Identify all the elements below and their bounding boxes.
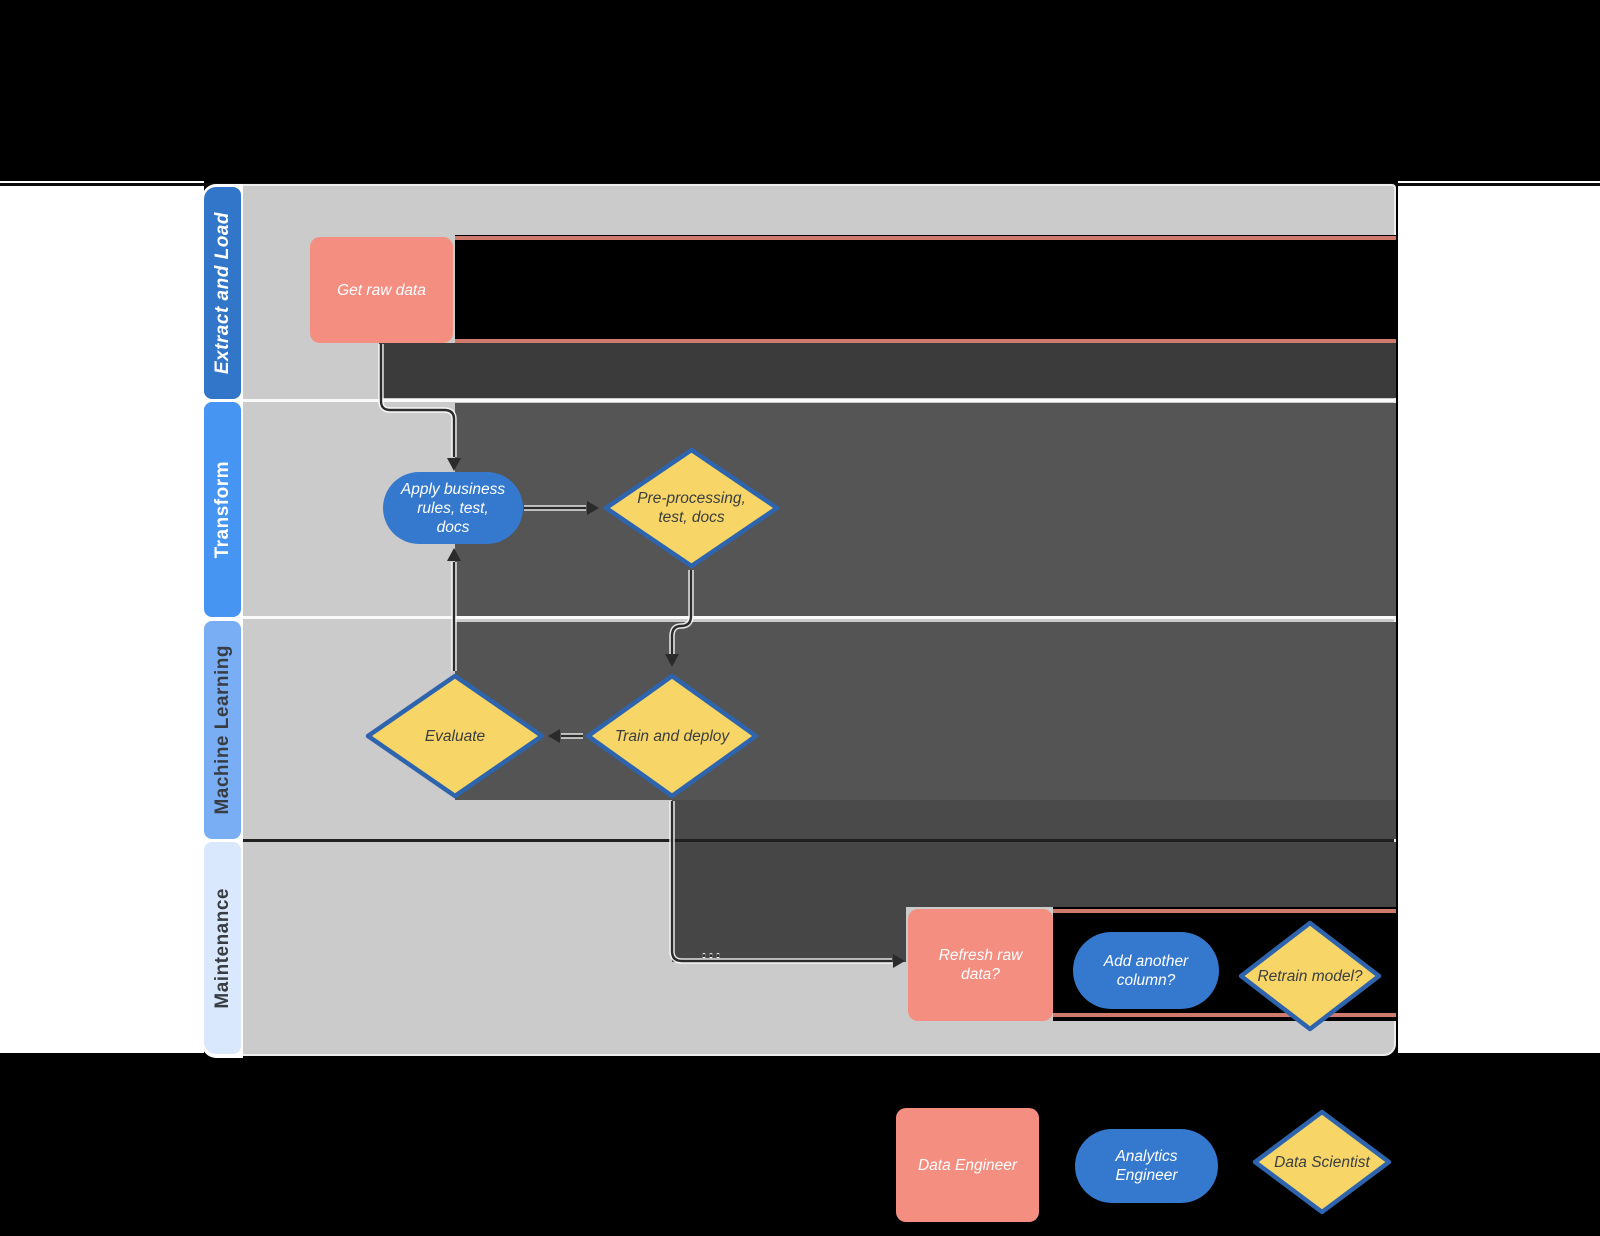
artifact-band <box>455 235 1396 343</box>
artifact-band <box>455 339 1396 343</box>
diamond-shape <box>1238 920 1382 1032</box>
left-page-margin <box>0 181 204 1053</box>
node-label: Evaluate <box>424 727 486 745</box>
lane-divider <box>243 839 1394 842</box>
lane-label-machine-learning[interactable]: Machine Learning <box>204 621 241 839</box>
node-retrain-model[interactable]: Retrain model? <box>1238 920 1382 1032</box>
lane-label-transform[interactable]: Transform <box>204 402 241 617</box>
diamond-shape <box>603 447 780 569</box>
node-train-and-deploy[interactable]: Train and deploy <box>585 673 759 799</box>
diamond-shape <box>1252 1109 1392 1215</box>
artifact-band <box>455 403 1396 616</box>
legend-analytics-engineer[interactable]: Analytics Engineer <box>1075 1129 1218 1203</box>
artifact-band <box>455 236 1396 240</box>
lane-divider <box>243 399 1394 402</box>
connector-label-ellipsis: ... <box>701 941 723 961</box>
artifact-band <box>1053 1013 1396 1017</box>
node-label: Retrain model? <box>1257 967 1363 985</box>
lane-label-strip: Extract and Load Transform Machine Learn… <box>202 184 243 1058</box>
node-evaluate[interactable]: Evaluate <box>365 673 545 799</box>
artifact-band <box>672 800 1396 839</box>
lane-label-text: Transform <box>211 460 233 559</box>
lane-label-text: Extract and Load <box>211 211 233 375</box>
diamond-shape <box>585 673 759 799</box>
lane-label-maintenance[interactable]: Maintenance <box>204 842 241 1054</box>
node-label: Train and deploy <box>614 727 730 745</box>
node-apply-business-rules[interactable]: Apply business rules, test, docs <box>383 472 523 544</box>
legend-label: Data Scientist <box>1274 1153 1370 1171</box>
lane-divider <box>243 616 1394 619</box>
node-preprocessing[interactable]: Pre-processing, test, docs <box>603 447 780 569</box>
legend-data-scientist[interactable]: Data Scientist <box>1252 1109 1392 1215</box>
right-page-margin <box>1398 181 1600 1053</box>
diamond-shape <box>365 673 545 799</box>
lane-label-extract-and-load[interactable]: Extract and Load <box>204 187 241 399</box>
node-label: Pre-processing, test, docs <box>637 490 746 526</box>
artifact-band <box>379 343 1396 398</box>
artifact-band <box>455 622 1396 800</box>
legend-data-engineer[interactable]: Data Engineer <box>896 1108 1039 1222</box>
node-add-another-column[interactable]: Add another column? <box>1073 932 1219 1009</box>
lane-label-text: Maintenance <box>211 887 233 1009</box>
artifact-band <box>672 842 1396 907</box>
node-get-raw-data[interactable]: Get raw data <box>310 237 453 343</box>
node-refresh-raw-data[interactable]: Refresh raw data? <box>908 909 1053 1021</box>
artifact-band <box>1053 909 1396 913</box>
lane-label-text: Machine Learning <box>211 645 233 815</box>
